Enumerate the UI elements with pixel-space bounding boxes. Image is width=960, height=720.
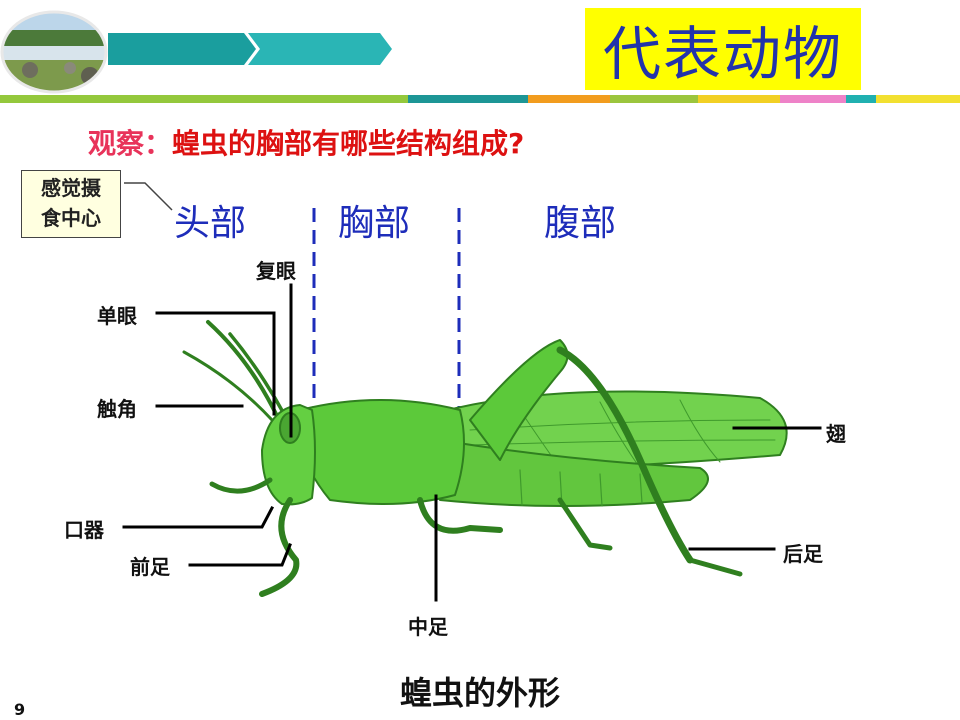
chevron-arrow-icon bbox=[108, 33, 392, 65]
mid-leg-shape bbox=[417, 497, 503, 534]
antenna-label: 触角 bbox=[97, 397, 137, 421]
head-shape bbox=[261, 404, 316, 506]
hind-tibia-shape bbox=[556, 346, 694, 564]
simple-eye-label: 单眼 bbox=[97, 304, 137, 328]
foreleg-leader bbox=[188, 543, 292, 567]
mouthparts-leader bbox=[122, 505, 275, 529]
wing-label: 翅 bbox=[826, 422, 846, 446]
simple-eye-leader bbox=[155, 311, 276, 416]
antenna-shape-2 bbox=[228, 332, 286, 416]
section-thorax-label: 胸部 bbox=[338, 203, 411, 244]
center-note-line-2: 食中心 bbox=[41, 206, 101, 230]
foreleg-label: 前足 bbox=[130, 555, 170, 579]
fore-leg-shape bbox=[259, 497, 300, 597]
diagram-caption: 蝗虫的外形 bbox=[399, 674, 560, 712]
antenna-shape bbox=[206, 320, 280, 420]
midleg-label: 中足 bbox=[408, 615, 448, 639]
mouthparts-label: 口器 bbox=[64, 518, 104, 542]
landscape-photo-icon bbox=[0, 10, 108, 94]
center-note-box: 感觉摄 食中心 bbox=[21, 170, 121, 238]
question-text: 蝗虫的胸部有哪些结构组成? bbox=[172, 127, 525, 160]
page-number: 9 bbox=[14, 700, 26, 719]
thorax-shape bbox=[299, 399, 465, 505]
question: 观察：蝗虫的胸部有哪些结构组成? bbox=[88, 122, 524, 162]
slide-title: 代表动物 bbox=[602, 20, 843, 88]
title-box: 代表动物 bbox=[585, 8, 861, 90]
hindleg-label: 后足 bbox=[783, 542, 823, 566]
color-strip bbox=[0, 95, 960, 103]
center-note-line-1: 感觉摄 bbox=[41, 176, 101, 200]
compound-eye-label: 复眼 bbox=[256, 259, 296, 283]
note-connector bbox=[124, 182, 173, 211]
grasshopper-icon bbox=[182, 320, 788, 597]
section-head-label: 头部 bbox=[174, 203, 247, 244]
section-abdomen-label: 腹部 bbox=[544, 203, 617, 244]
question-label: 观察： bbox=[88, 127, 173, 160]
